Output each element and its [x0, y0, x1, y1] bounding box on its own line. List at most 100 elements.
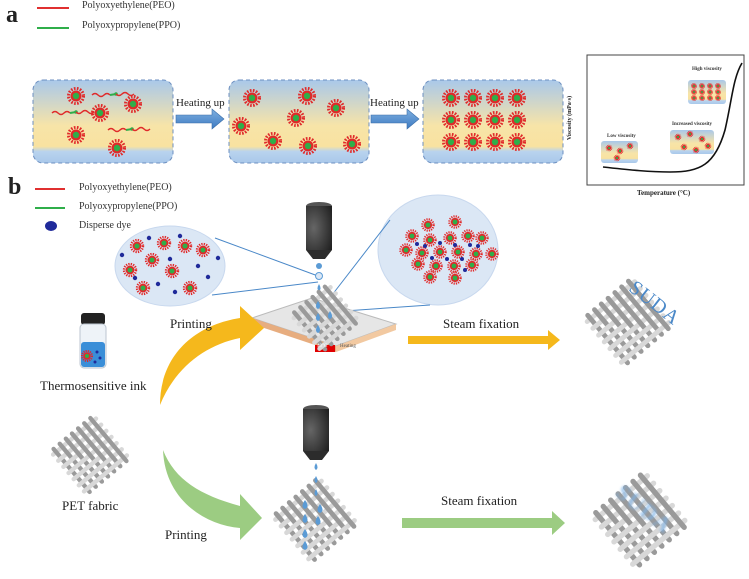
fabric-yarn: [313, 478, 357, 529]
dye-dot-icon: [463, 268, 467, 272]
fabric-yarn: [293, 494, 337, 546]
dye-dot-icon: [119, 252, 125, 258]
fabric-yarn: [76, 447, 124, 488]
legend-line-ppo-icon: [37, 27, 69, 29]
ink-drop-icon: [302, 529, 308, 538]
fabric-yarn: [605, 295, 651, 349]
dye-dot-icon: [438, 241, 442, 245]
dye-dot-icon: [423, 244, 427, 248]
result-fabric-bottom: [592, 472, 688, 568]
fabric-on-platform: [291, 284, 359, 352]
print-nozzle-top-icon: [306, 202, 332, 291]
steam-label-top: Steam fixation: [443, 316, 520, 331]
printing-label-top: Printing: [170, 316, 212, 331]
fabric-yarn: [306, 303, 349, 339]
ink-drop-icon: [317, 504, 323, 513]
fabric-yarn: [625, 278, 671, 332]
fabric-yarn: [75, 426, 117, 474]
fabric-yarn: [612, 290, 658, 343]
fabric-yarn: [292, 310, 328, 352]
dye-dot-icon: [453, 243, 457, 247]
panel-a-letter: a: [6, 2, 18, 28]
fabric-yarn: [299, 489, 344, 540]
fabric-yarn: [630, 517, 688, 567]
fabric-yarn: [322, 284, 358, 326]
fabric-yarn: [613, 313, 666, 358]
fabric-yarn: [300, 511, 352, 555]
ink-drop-icon: [315, 516, 321, 525]
dye-dot-icon: [430, 256, 434, 260]
fabric-yarn: [316, 289, 352, 331]
ink-drop-icon: [316, 301, 320, 309]
dye-dot-icon: [460, 257, 464, 261]
fabric-yarn: [81, 453, 130, 494]
heater-label: Heating: [340, 344, 356, 349]
dye-dot-icon: [445, 257, 449, 261]
solution-box-2: [228, 79, 370, 164]
fabric-label: PET fabric: [62, 498, 119, 513]
fabric-yarn: [295, 504, 346, 549]
gelled-ink-bubble: [321, 194, 499, 313]
ink-vial-icon: [79, 313, 107, 369]
legend-label-peo: Polyoxyethylene(PEO): [79, 182, 172, 193]
solution-box-1: [32, 79, 174, 164]
dye-dot-icon: [177, 233, 183, 239]
dye-dot-icon: [415, 242, 419, 246]
dye-dot-icon: [167, 256, 173, 262]
dye-dot-icon: [155, 281, 161, 287]
printing-arrow-bottom: [163, 450, 262, 540]
dye-dot-icon: [132, 275, 138, 281]
legend-label-peo: Polyoxyethylene(PEO): [82, 0, 175, 11]
fabric-yarn: [317, 315, 359, 351]
printing-arrow-top: [160, 306, 264, 405]
legend-line-ppo-icon: [35, 207, 65, 209]
ink-drop-icon: [316, 325, 320, 333]
dye-dot-icon: [476, 244, 480, 248]
fabric-yarn: [69, 431, 111, 479]
fabric-yarn: [312, 309, 354, 345]
heater-temperature-display: 40°C: [317, 344, 328, 349]
panel-b-letter: b: [8, 174, 22, 200]
inset-annotation-high: High viscosity: [692, 67, 722, 72]
dilute-ink-bubble: [114, 225, 319, 307]
ink-drops-on-fabric: [302, 500, 323, 550]
solution-box-3: [422, 79, 564, 164]
fabric-yarn: [619, 284, 664, 337]
ink-drop-icon: [302, 500, 308, 509]
ink-drop-icon: [302, 514, 308, 523]
legend-line-peo-icon: [35, 188, 65, 190]
heating-label-2: Heating up: [370, 97, 419, 109]
dye-dot-icon: [215, 255, 221, 261]
ink-drop-icon: [328, 311, 332, 319]
steam-arrow-bottom: [402, 511, 565, 535]
fabric-yarn: [306, 518, 357, 562]
legend-label-ppo: Polyoxypropylene(PPO): [79, 201, 178, 212]
fabric-yarn: [71, 440, 119, 482]
heating-arrow-1: [175, 108, 225, 130]
ink-label: Thermosensitive ink: [40, 378, 147, 393]
dye-dot-icon: [146, 235, 152, 241]
ink-drop-icon: [302, 541, 308, 550]
fabric-yarn: [301, 297, 344, 333]
pet-fabric-icon: [50, 415, 130, 495]
fabric-yarn: [623, 510, 682, 560]
steam-label-bottom: Steam fixation: [441, 493, 518, 508]
fabric-yarn: [88, 415, 129, 464]
fabric-yarn: [607, 306, 660, 352]
inset-annotation-low: Low viscosity: [607, 134, 636, 139]
dye-dot-icon: [195, 263, 201, 269]
legend-line-peo-icon: [37, 7, 69, 9]
fabric-yarn: [296, 291, 338, 327]
ink-drop-icon: [316, 313, 320, 321]
result-fabric-top: [584, 278, 672, 366]
legend-label-ppo: Polyoxypropylene(PPO): [82, 20, 181, 31]
dye-dot-icon: [205, 274, 211, 280]
fabric-yarn: [615, 491, 665, 549]
inset-annotation-increased: Increased viscosity: [672, 122, 713, 127]
disperse-dye-dot-icon: [45, 221, 57, 231]
heating-label-1: Heating up: [176, 97, 225, 109]
dye-dot-icon: [468, 243, 472, 247]
heating-arrow-2: [370, 108, 420, 130]
inset-xlabel: Temperature (°C): [637, 189, 691, 197]
steam-arrow-top: [408, 330, 560, 350]
